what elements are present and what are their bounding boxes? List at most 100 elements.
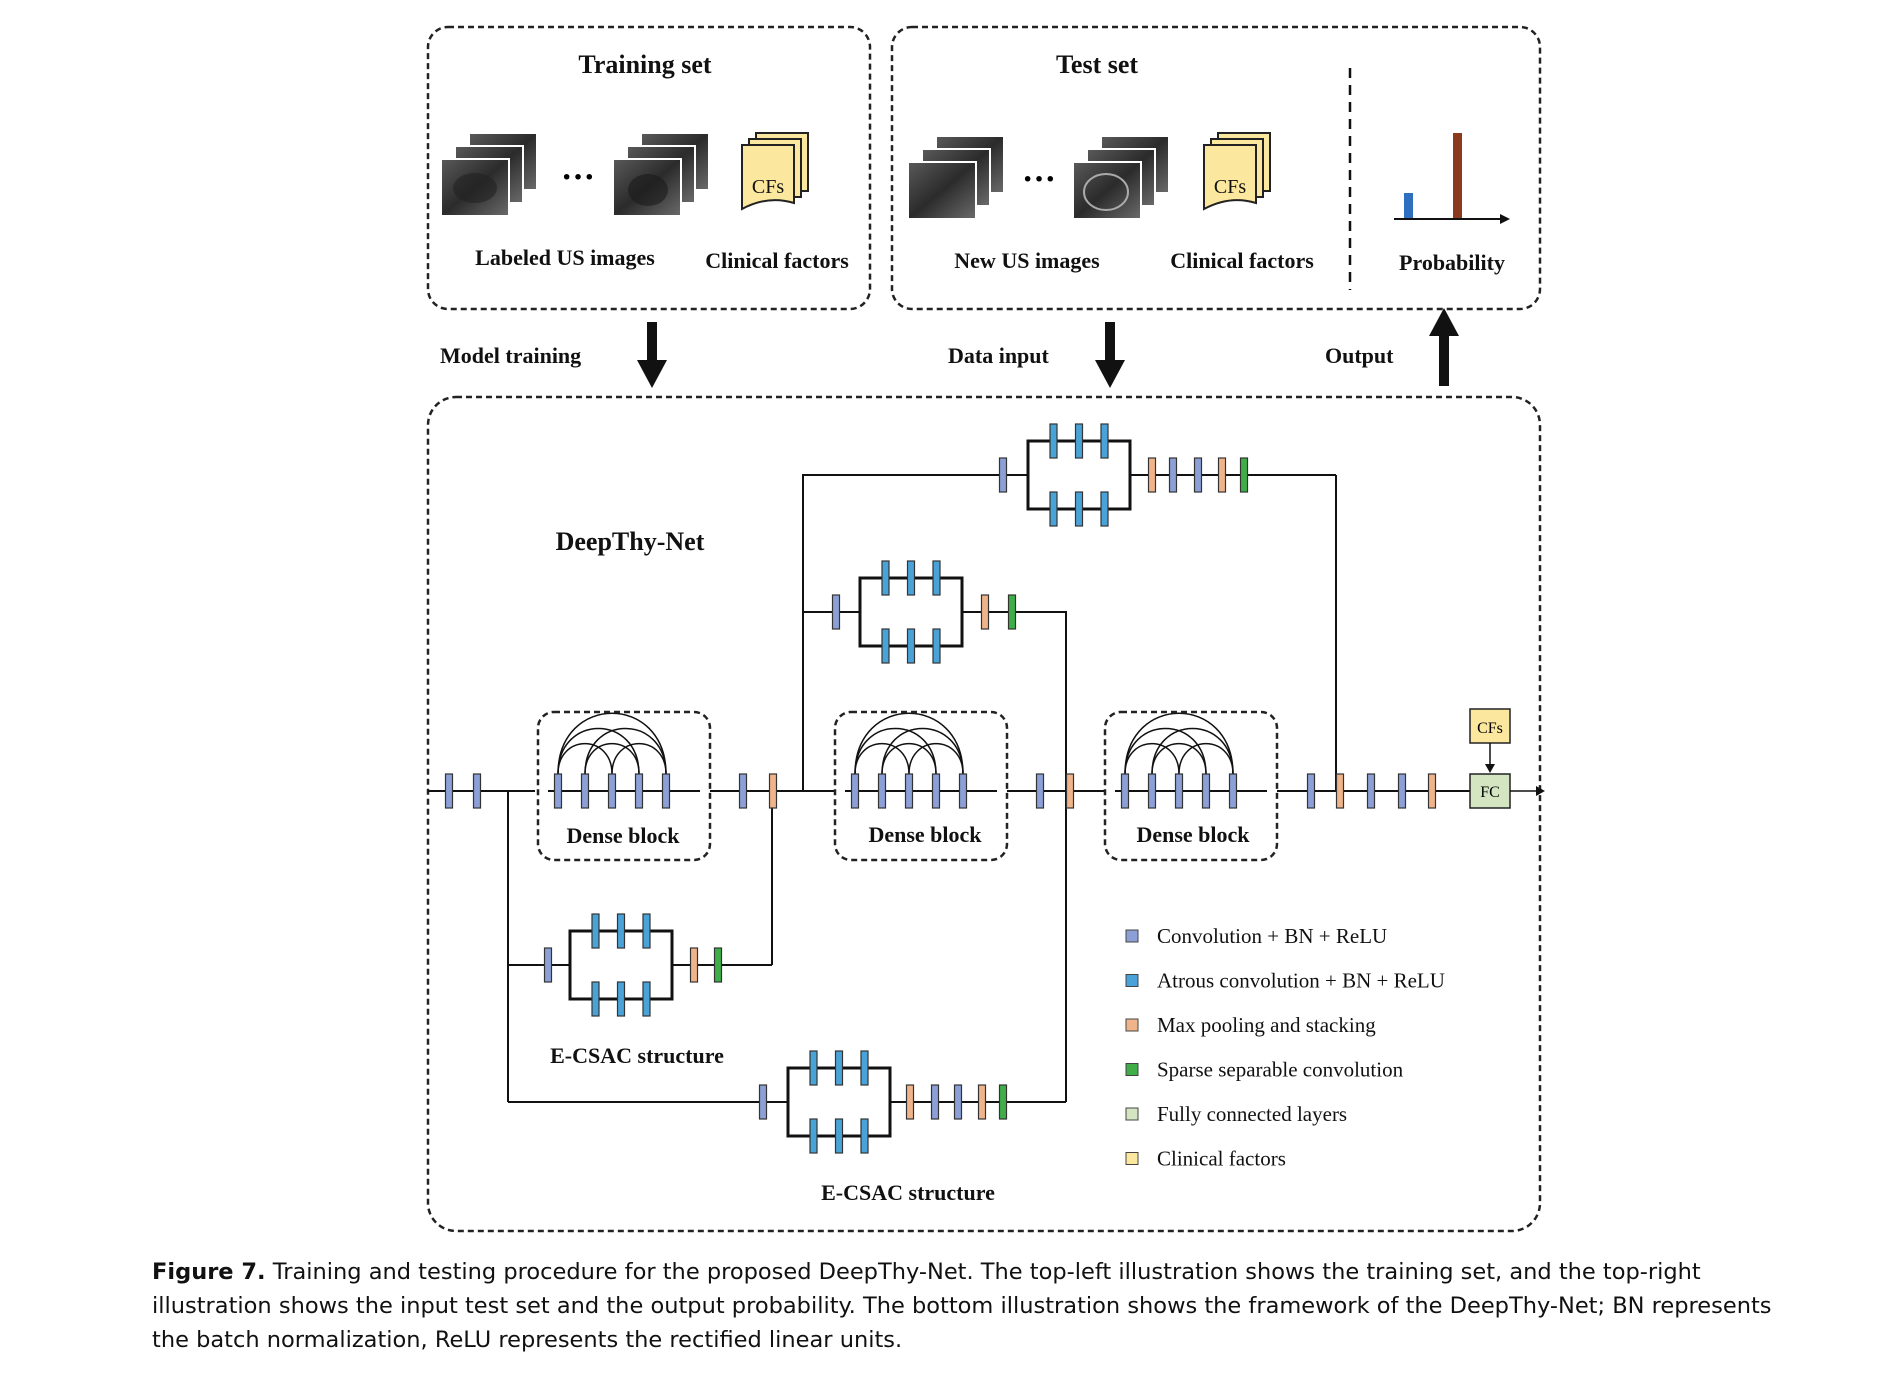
caption-text: Training and testing procedure for the p…	[152, 1259, 1772, 1353]
fc-layer-box: FC	[1469, 773, 1511, 809]
cf-input-box: CFs	[1469, 708, 1511, 744]
down-arrow-icon	[1485, 764, 1495, 773]
conv-layer	[877, 773, 887, 809]
atrous-conv-layer	[932, 628, 941, 664]
atrous-conv-layer	[860, 1118, 869, 1154]
conv-layer	[1147, 773, 1157, 809]
connection-line	[802, 474, 990, 612]
atrous-conv-layer	[1100, 423, 1109, 459]
connection-line	[1040, 611, 1067, 1102]
conv-layer	[1228, 773, 1238, 809]
training-set-frame	[426, 25, 872, 311]
network-layers	[444, 423, 1437, 1154]
conv-layer	[1397, 773, 1407, 809]
cf-box-label: CFs	[1477, 720, 1503, 737]
conv-layer	[738, 773, 748, 809]
arrow-model-training: Model training	[440, 322, 667, 388]
connection-line	[802, 611, 823, 791]
legend-swatch	[1125, 1152, 1139, 1165]
atrous-conv-layer	[1074, 491, 1084, 527]
skip-connection	[1124, 712, 1234, 775]
max-pool-layer	[980, 594, 990, 630]
labeled-us-images-label: Labeled US images	[475, 245, 655, 270]
skip-connection	[1178, 742, 1234, 775]
atrous-conv-layer	[591, 913, 600, 949]
atrous-conv-layer	[642, 913, 651, 949]
test-set-panel: Test set ··· CFs New US images Clinical …	[890, 25, 1542, 311]
data-input-label: Data input	[948, 343, 1050, 368]
conv-layer	[444, 773, 454, 809]
legend-label: Atrous convolution + BN + ReLU	[1157, 969, 1445, 993]
probability-bar	[1404, 193, 1413, 218]
conv-layer	[930, 1084, 940, 1120]
atrous-conv-layer	[1049, 491, 1058, 527]
conv-layer	[1035, 773, 1045, 809]
conv-layer	[1193, 457, 1203, 493]
output-arrow-icon	[1536, 786, 1545, 796]
atrous-conv-layer	[881, 628, 890, 664]
conv-layer	[1120, 773, 1130, 809]
conv-layer	[931, 773, 941, 809]
max-pool-layer	[1217, 457, 1227, 493]
legend-label: Clinical factors	[1157, 1147, 1286, 1171]
skip-connection	[1151, 727, 1234, 775]
ecsac-structure-label-1: E-CSAC structure	[550, 1043, 724, 1068]
model-training-label: Model training	[440, 343, 581, 368]
up-arrow-icon	[1429, 308, 1459, 336]
conv-layer	[953, 1084, 963, 1120]
connection-lines	[428, 474, 1470, 1103]
conv-layer	[998, 457, 1008, 493]
max-pool-layer	[905, 1084, 915, 1120]
skip-connection	[854, 712, 964, 775]
atrous-conv-layer	[1100, 491, 1109, 527]
clinical-factors-document-icon: CFs	[741, 132, 809, 211]
sparse-conv-layer	[1239, 457, 1249, 493]
skip-connection	[557, 727, 640, 775]
clinical-factors-label: Clinical factors	[1170, 248, 1314, 273]
conv-layer	[553, 773, 563, 809]
atrous-conv-layer	[616, 981, 626, 1017]
probability-chart	[1394, 133, 1510, 224]
labeled-us-image-stack-2	[612, 132, 710, 217]
conv-layer	[831, 594, 841, 630]
dense-block-frame	[536, 710, 712, 862]
atrous-conv-layer	[616, 913, 626, 949]
sparse-conv-layer	[713, 947, 723, 983]
skip-connection	[908, 742, 964, 775]
conv-layer	[904, 773, 914, 809]
conv-layer	[1201, 773, 1211, 809]
ecsac-structure-label-2: E-CSAC structure	[821, 1180, 995, 1205]
skip-connection	[1151, 742, 1207, 775]
sparse-conv-layer	[998, 1084, 1008, 1120]
atrous-conv-layer	[1049, 423, 1058, 459]
deepthy-net-title: DeepThy-Net	[556, 527, 705, 556]
max-pool-layer	[1427, 773, 1437, 809]
atrous-conv-layer	[591, 981, 600, 1017]
new-us-image-stack-2	[1072, 135, 1170, 220]
training-set-title: Training set	[578, 50, 711, 79]
labeled-us-image-stack-1	[440, 132, 538, 217]
conv-layer	[607, 773, 617, 809]
atrous-conv-layer	[642, 981, 651, 1017]
atrous-conv-layer	[834, 1050, 844, 1086]
atrous-conv-layer	[809, 1050, 818, 1086]
down-arrow-icon	[637, 360, 667, 388]
skip-connection	[1124, 727, 1207, 775]
max-pool-layer	[768, 773, 778, 809]
conv-layer	[850, 773, 860, 809]
atrous-conv-layer	[809, 1118, 818, 1154]
atrous-conv-layer	[932, 560, 941, 596]
skip-connection	[1124, 742, 1180, 775]
skip-connection	[584, 727, 667, 775]
probability-label: Probability	[1399, 250, 1505, 275]
max-pool-layer	[1065, 773, 1075, 809]
atrous-conv-layer	[881, 560, 890, 596]
conv-layer	[472, 773, 482, 809]
atrous-conv-layer	[834, 1118, 844, 1154]
arrow-data-input: Data input	[948, 322, 1125, 388]
probability-bar	[1453, 133, 1462, 218]
legend-label: Sparse separable convolution	[1157, 1058, 1404, 1082]
conv-layer	[580, 773, 590, 809]
skip-connection	[881, 742, 937, 775]
